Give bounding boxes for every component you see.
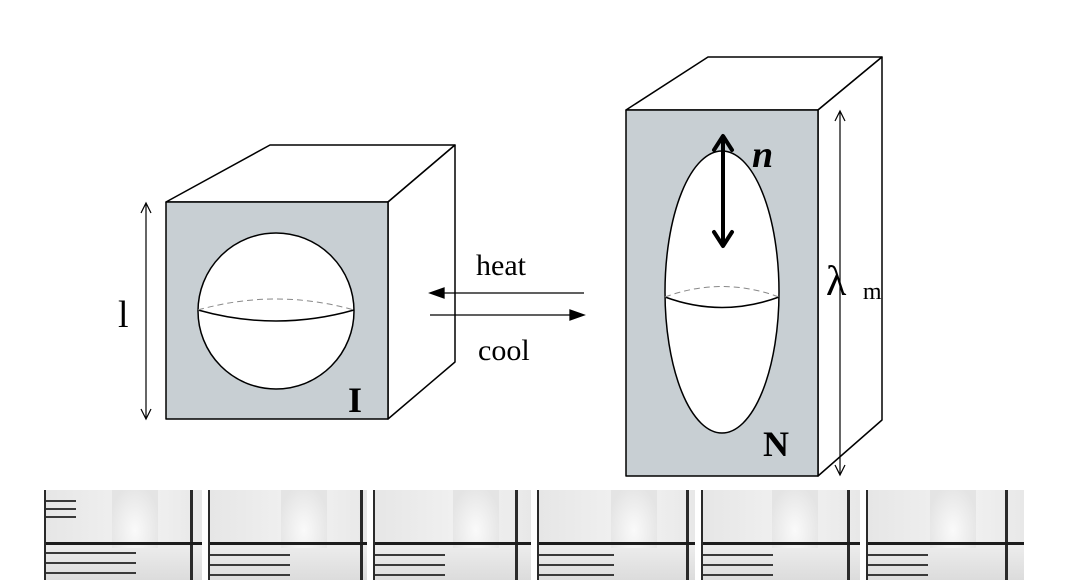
lambda-symbol: λ xyxy=(826,259,847,305)
lambda-subscript: m xyxy=(863,279,882,305)
photo-frame xyxy=(208,490,367,580)
ellipsoid-equator-front xyxy=(664,296,780,309)
double-arrow-icon xyxy=(428,287,586,321)
lambda-label: λ m xyxy=(826,259,882,305)
phase-label-nematic: N xyxy=(763,424,789,464)
double-headed-arrow-icon xyxy=(712,134,734,248)
phase-transition-diagram: l I heat cool n N λ m xyxy=(118,56,883,477)
cool-label: cool xyxy=(478,334,530,367)
director-label: n xyxy=(752,134,773,176)
nematic-box xyxy=(625,56,883,477)
photo-frame xyxy=(372,490,531,580)
size-dimension-left xyxy=(140,201,152,421)
isotropic-cube xyxy=(165,144,456,420)
sphere-equator-front xyxy=(197,309,355,322)
ellipsoid-equator-back xyxy=(664,286,780,298)
phase-label-isotropic: I xyxy=(348,380,362,420)
photo-strip xyxy=(44,490,1024,580)
photo-frame xyxy=(536,490,696,580)
photo-frame xyxy=(701,490,860,580)
lambda-dimension xyxy=(834,109,846,477)
photo-frame xyxy=(865,490,1024,580)
size-label-left: l xyxy=(118,294,129,336)
photo-frame xyxy=(44,490,203,580)
heat-label: heat xyxy=(476,249,527,282)
isotropic-sphere xyxy=(197,232,355,390)
